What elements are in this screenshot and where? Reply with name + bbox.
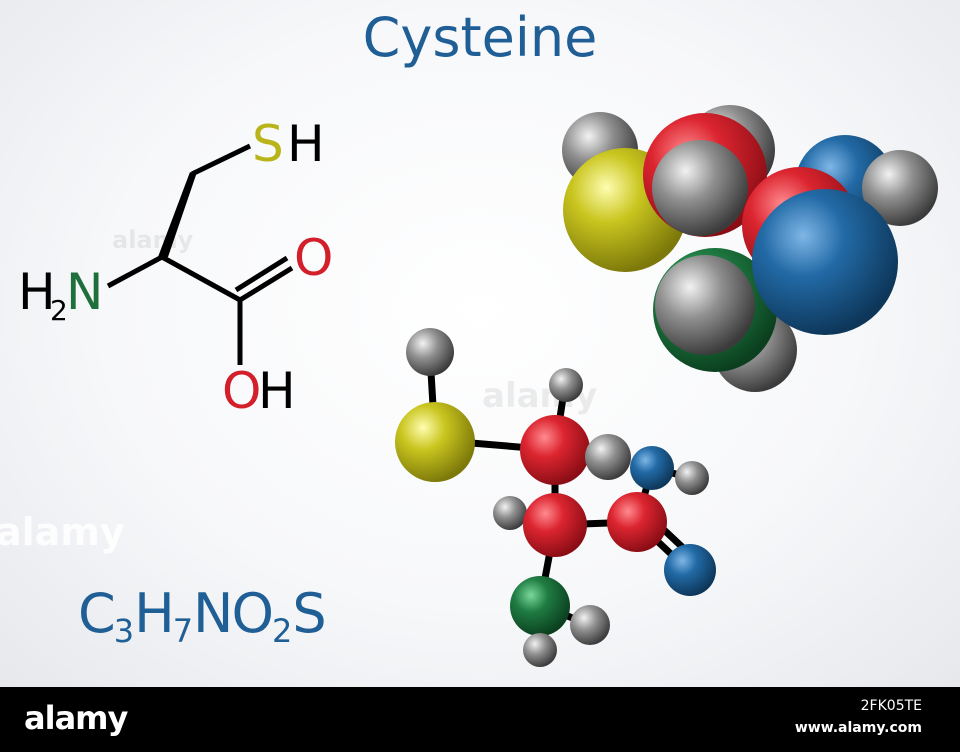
sf-hydrogen-front xyxy=(652,140,748,236)
atom-sulfur: S xyxy=(252,115,284,173)
formula-sub-3: 3 xyxy=(113,612,135,650)
bs-oxygen-hydroxyl xyxy=(630,446,674,490)
formula-sub-2: 2 xyxy=(271,612,293,650)
amine-subscript: 2 xyxy=(50,294,68,327)
ball-and-stick-model xyxy=(395,328,716,667)
formula-c: C xyxy=(78,582,116,645)
footer-logo[interactable]: alamy xyxy=(24,699,128,737)
footer-url[interactable]: www.alamy.com xyxy=(794,720,922,736)
bond-c-o-double-1 xyxy=(238,265,294,303)
bs-hydrogen-amine-1 xyxy=(570,605,610,645)
bs-nitrogen xyxy=(510,576,570,636)
molecular-formula: C3H7NO2S xyxy=(78,582,327,650)
stock-footer-bar: alamy 2FK05TE www.alamy.com xyxy=(0,687,960,752)
formula-no: NO xyxy=(193,582,274,645)
atom-hydroxyl-hydrogen: H xyxy=(258,362,296,420)
formula-h: H xyxy=(134,582,175,645)
watermark-structure: alamy xyxy=(112,226,194,254)
bs-carbon-alpha xyxy=(523,493,587,557)
atom-hydroxyl-oxygen: O xyxy=(222,362,261,420)
sf-hydrogen-amine xyxy=(655,255,755,355)
wedge-bond xyxy=(158,172,196,257)
bs-hydrogen-hydroxyl xyxy=(675,461,709,495)
bond-c-o-double-2 xyxy=(234,255,289,293)
bond-calpha-ccarboxyl xyxy=(160,254,242,303)
watermark-left: alamy xyxy=(0,510,125,554)
bs-hydrogen-sh xyxy=(406,328,454,376)
bond-cbeta-s xyxy=(190,143,252,177)
bond-n-calpha xyxy=(106,254,164,289)
molecule-illustration: S H H 2 N O O H xyxy=(18,105,938,667)
skeletal-formula: S H H 2 N O O H xyxy=(18,115,333,420)
atom-amine-hydrogen: H xyxy=(18,263,56,321)
bs-oxygen-carbonyl xyxy=(664,544,716,596)
formula-s: S xyxy=(292,582,326,645)
sf-hydrogen-right xyxy=(862,150,938,226)
footer-image-id: 2FK05TE xyxy=(860,698,922,714)
atom-nitrogen: N xyxy=(66,263,103,321)
space-filling-model xyxy=(562,105,938,392)
bs-hydrogen-left xyxy=(493,496,527,530)
bs-sulfur xyxy=(395,402,475,482)
atom-carbonyl-oxygen: O xyxy=(294,229,333,287)
bs-carbon-beta xyxy=(520,415,590,485)
sf-oxygen-front xyxy=(752,189,898,335)
bs-hydrogen-top xyxy=(549,368,583,402)
bs-hydrogen-right xyxy=(585,434,631,480)
bs-hydrogen-amine-2 xyxy=(523,633,557,667)
formula-sub-7: 7 xyxy=(172,612,194,650)
page-title: Cysteine xyxy=(362,6,598,69)
bs-carbon-carboxyl xyxy=(607,492,667,552)
background xyxy=(0,0,960,687)
atom-sh-hydrogen: H xyxy=(287,115,325,173)
